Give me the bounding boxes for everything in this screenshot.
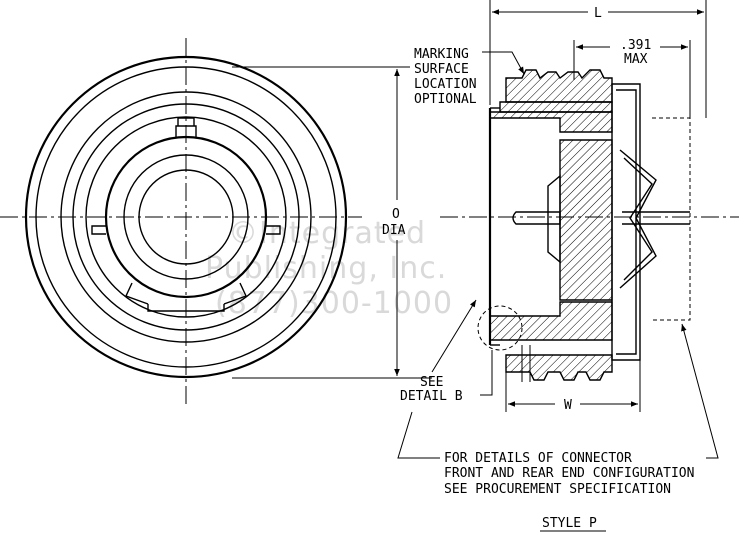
bottom-key-slot xyxy=(147,304,225,312)
o-label: O xyxy=(392,207,400,222)
watermark-line-3: (877)300-1000 xyxy=(215,286,453,321)
note-leader-left xyxy=(397,411,440,459)
l-label: L xyxy=(594,6,602,21)
top-key-notch xyxy=(177,117,195,126)
see-leader xyxy=(431,299,477,373)
style-label-group: STYLE P xyxy=(540,516,606,532)
shell-top-band xyxy=(499,101,613,113)
note-line-1: FOR DETAILS OF CONNECTOR xyxy=(444,451,632,466)
insert-outer-circle xyxy=(123,154,249,280)
marking-line-2: SURFACE xyxy=(414,62,469,77)
marking-line-3: LOCATION xyxy=(414,77,477,92)
left-keyway xyxy=(91,225,106,235)
watermark-line-2: Publishing, Inc. xyxy=(205,251,447,286)
watermark: ©Integrated Publishing, Inc. (877)300-10… xyxy=(205,216,453,321)
front-view xyxy=(0,38,362,405)
marking-line-1: MARKING xyxy=(414,47,469,62)
note-line-3: SEE PROCUREMENT SPECIFICATION xyxy=(444,482,671,497)
front-contour-inner xyxy=(623,157,653,281)
note-leader-right xyxy=(681,323,719,459)
right-keyway xyxy=(266,225,281,235)
procurement-note: FOR DETAILS OF CONNECTOR FRONT AND REAR … xyxy=(397,323,719,497)
coupling-ring-outer xyxy=(60,91,312,343)
shell-top-section xyxy=(489,111,613,133)
insert-inner-circle xyxy=(138,169,234,265)
insert-section xyxy=(559,139,613,301)
dia-label: DIA xyxy=(382,223,406,238)
l-dimension: L xyxy=(489,0,707,118)
shell-inner-circle xyxy=(104,135,268,299)
max-label: MAX xyxy=(624,52,648,67)
insert-step xyxy=(547,174,561,264)
top-key-outer xyxy=(175,125,197,137)
detail-b-label: DETAIL B xyxy=(400,389,463,404)
rear-pin xyxy=(512,211,561,225)
style-label: STYLE P xyxy=(542,516,597,531)
lower-right-keyway xyxy=(223,282,247,305)
coupling-ring-top-section xyxy=(505,69,613,103)
lower-left-keyway xyxy=(125,282,149,305)
detail-b-leader xyxy=(480,350,493,396)
shell-outer-circle xyxy=(85,116,287,318)
dim-391-label: .391 xyxy=(620,38,651,53)
o-dia-dimension: O DIA xyxy=(232,66,432,379)
max-391-dimension: .391 MAX xyxy=(573,38,691,118)
see-detail-b-callout: SEE DETAIL B xyxy=(400,299,493,404)
outer-shell-circle xyxy=(24,55,348,379)
see-label: SEE xyxy=(420,375,443,390)
front-contour xyxy=(619,149,657,289)
marking-surface-callout: MARKING SURFACE LOCATION OPTIONAL xyxy=(414,47,525,107)
side-view xyxy=(440,69,739,381)
detail-b-circle xyxy=(477,305,523,351)
coupling-ring-inner xyxy=(72,103,300,331)
note-line-2: FRONT AND REAR END CONFIGURATION xyxy=(444,466,694,481)
marking-leader xyxy=(482,51,525,75)
flange-inner xyxy=(616,89,637,355)
flange-circle xyxy=(35,66,337,368)
hidden-front-outline xyxy=(652,117,691,321)
w-label: W xyxy=(564,398,572,413)
coupling-ring-bottom-section xyxy=(505,354,613,381)
marking-line-4: OPTIONAL xyxy=(414,92,477,107)
w-dimension: W xyxy=(505,345,641,413)
shell-bottom-section xyxy=(489,301,613,341)
